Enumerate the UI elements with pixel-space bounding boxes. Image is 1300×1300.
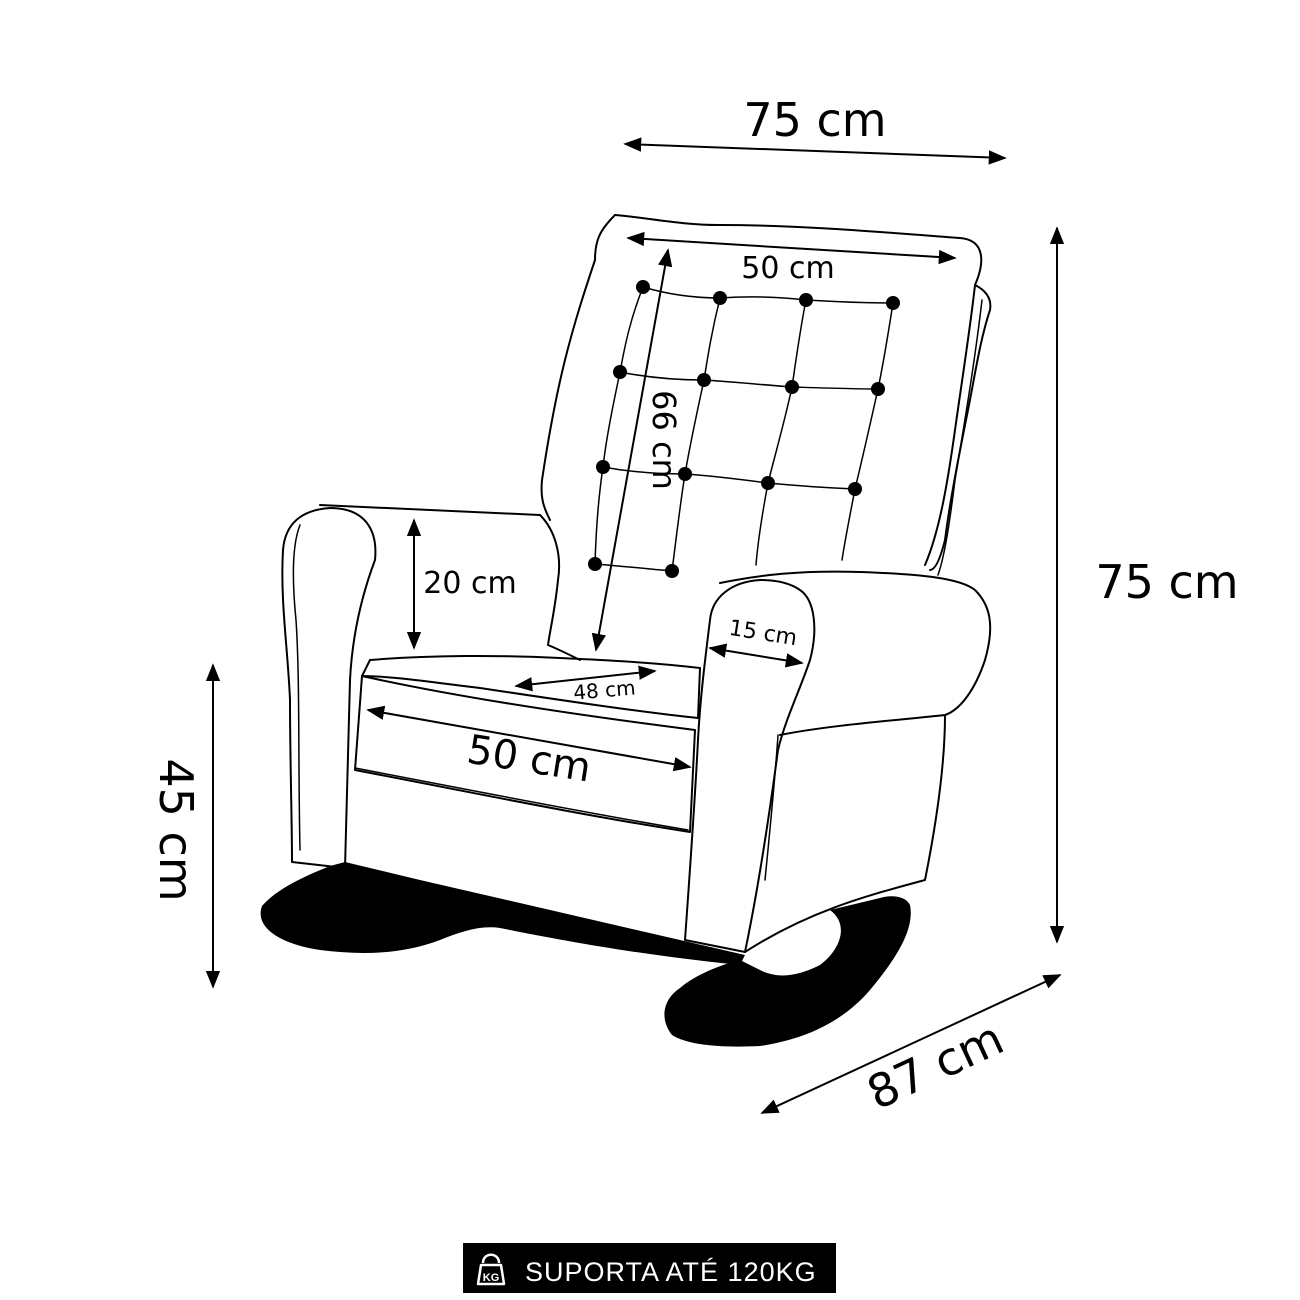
arrow-back-height [591, 248, 673, 652]
weight-capacity-badge: KG SUPORTA ATÉ 120KG [463, 1243, 836, 1293]
label-back-height: 66 cm [645, 390, 683, 490]
arrow-seat-width [366, 705, 692, 772]
label-arm-width: 15 cm [727, 616, 799, 651]
label-seat-height: 45 cm [149, 758, 203, 901]
arrow-arm-width [708, 643, 804, 668]
dimension-labels: 75 cm 50 cm 66 cm 20 cm 15 cm 48 cm 50 c… [149, 93, 1239, 1120]
label-seat-depth: 48 cm [572, 675, 636, 704]
label-top-width: 75 cm [743, 93, 886, 147]
chair-outline [260, 214, 992, 1047]
arrow-seat-depth [514, 665, 657, 692]
label-total-depth: 87 cm [859, 1011, 1012, 1120]
arrow-back-width [626, 231, 957, 265]
label-total-height: 75 cm [1095, 555, 1238, 609]
badge-label: SUPORTA ATÉ 120KG [525, 1257, 817, 1287]
arrow-total-depth [760, 974, 1062, 1114]
rocker-left [260, 862, 745, 965]
arrow-top-width [623, 137, 1007, 165]
rocker-right [664, 896, 911, 1047]
label-seat-width: 50 cm [464, 727, 594, 792]
dimension-arrows [205, 137, 1065, 1114]
label-arm-height: 20 cm [423, 566, 516, 601]
tufting-grid [594, 286, 894, 572]
label-back-width: 50 cm [741, 251, 834, 286]
kettlebell-icon-text: KG [483, 1272, 500, 1284]
kettlebell-weight-icon: KG [476, 1253, 506, 1286]
